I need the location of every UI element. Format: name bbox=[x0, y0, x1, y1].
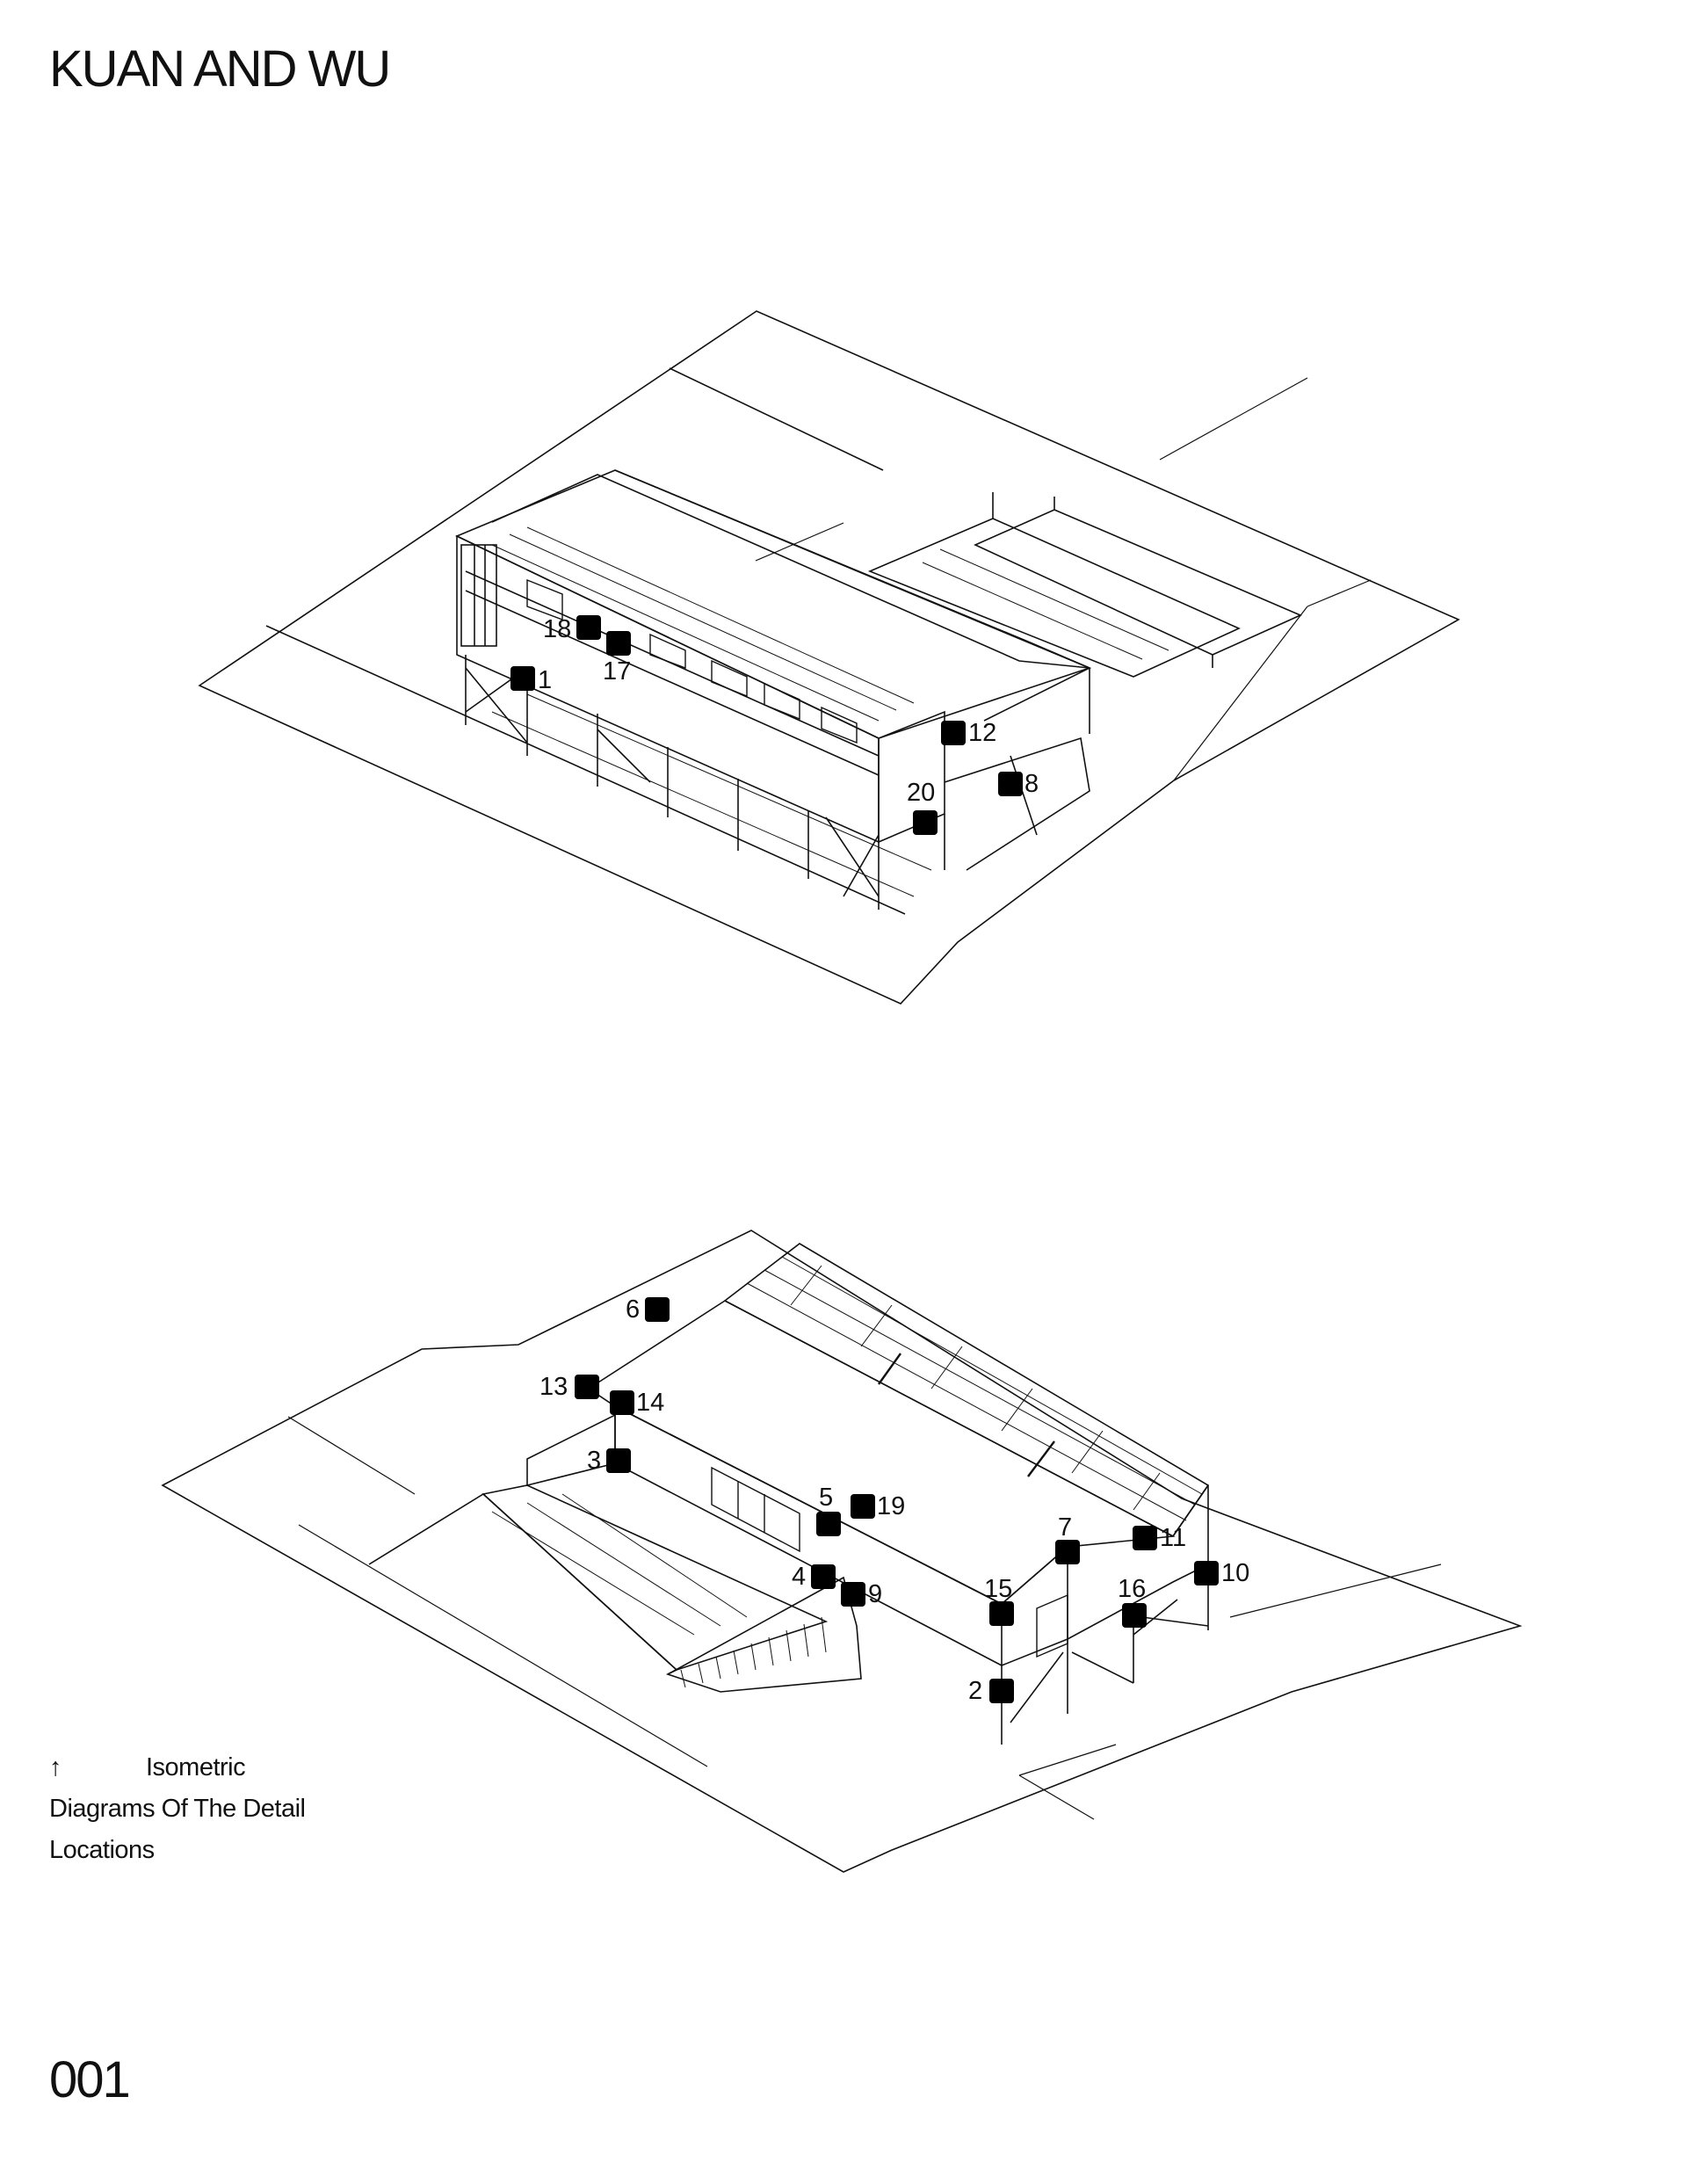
figure-caption: ↑ Isometric Diagrams Of The Detail Locati… bbox=[49, 1747, 306, 1871]
marker-label-12: 12 bbox=[968, 719, 997, 747]
page-title: KUAN AND WU bbox=[49, 40, 391, 98]
detail-markers-bottom bbox=[575, 1297, 1219, 1703]
marker-label-6: 6 bbox=[626, 1295, 641, 1324]
marker-label-17: 17 bbox=[603, 657, 632, 686]
marker-label-5: 5 bbox=[819, 1484, 834, 1512]
marker-label-3: 3 bbox=[587, 1447, 602, 1475]
marker-label-8: 8 bbox=[1025, 770, 1039, 798]
marker-label-16: 16 bbox=[1118, 1575, 1147, 1603]
marker-label-18: 18 bbox=[543, 615, 572, 643]
marker-label-20: 20 bbox=[907, 779, 936, 807]
page-number: 001 bbox=[49, 2051, 131, 2108]
marker-label-10: 10 bbox=[1221, 1559, 1250, 1587]
marker-label-4: 4 bbox=[792, 1563, 807, 1591]
marker-label-9: 9 bbox=[868, 1580, 883, 1608]
caption-line-1: Isometric bbox=[146, 1753, 246, 1781]
up-arrow-icon: ↑ bbox=[49, 1753, 62, 1781]
marker-label-2: 2 bbox=[968, 1677, 983, 1705]
marker-label-7: 7 bbox=[1058, 1513, 1073, 1542]
caption-line-2: Diagrams Of The Detail bbox=[49, 1795, 306, 1823]
caption-line-3: Locations bbox=[49, 1836, 155, 1864]
marker-label-13: 13 bbox=[539, 1373, 568, 1401]
marker-label-1: 1 bbox=[538, 666, 553, 694]
marker-label-11: 11 bbox=[1160, 1524, 1187, 1552]
marker-label-14: 14 bbox=[636, 1389, 665, 1417]
marker-label-15: 15 bbox=[984, 1575, 1013, 1603]
detail-markers-top bbox=[510, 615, 1023, 835]
marker-label-19: 19 bbox=[877, 1492, 906, 1520]
